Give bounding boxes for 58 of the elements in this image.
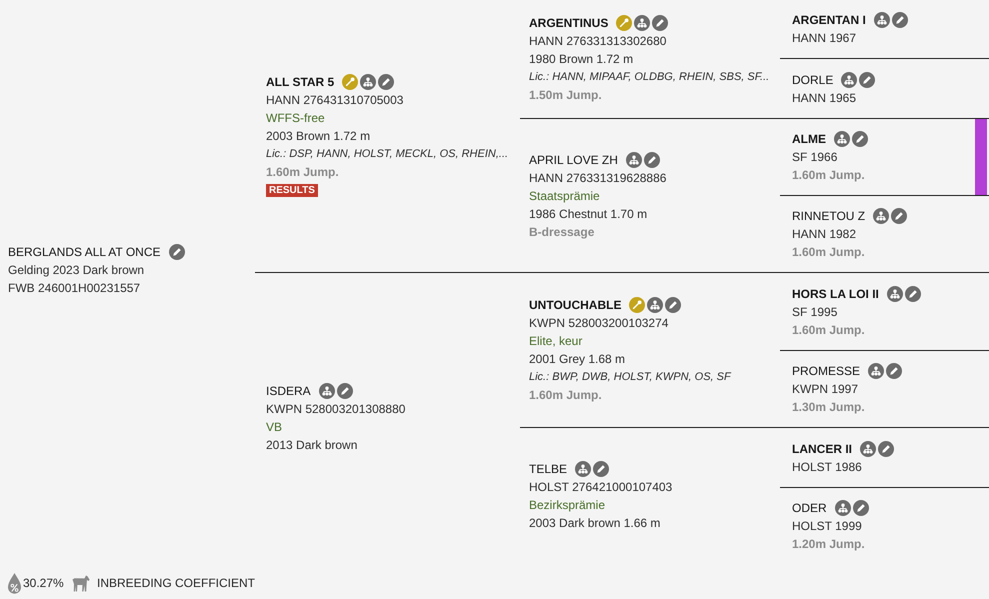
horse-name: TELBE bbox=[529, 461, 568, 478]
horse-name: ODER bbox=[792, 500, 827, 517]
horse-details: 2003 Brown 1.72 m bbox=[266, 128, 370, 145]
horse-name: PROMESSE bbox=[792, 363, 860, 380]
horse-details: HOLST 1986 bbox=[792, 458, 862, 476]
sport-result: 1.60m Jump. bbox=[529, 387, 602, 404]
sport-result: 1.60m Jump. bbox=[266, 164, 339, 181]
award-text: Staatsprämie bbox=[529, 188, 600, 204]
sport-result: 1.50m Jump. bbox=[529, 87, 602, 104]
license-list: Lic.: DSP, HANN, HOLST, MECKL, OS, RHEIN,... bbox=[266, 145, 508, 163]
horse-name: UNTOUCHABLE bbox=[529, 297, 622, 314]
horse-details: SF 1966 bbox=[792, 149, 838, 166]
license-list: Lic.: HANN, MIPAAF, OLDBG, RHEIN, SBS, SF... bbox=[529, 68, 770, 86]
horse-details: 2003 Dark brown 1.66 m bbox=[529, 515, 660, 532]
horse-details: HANN 1967 bbox=[792, 30, 856, 47]
horse-details: SF 1995 bbox=[792, 304, 838, 320]
horse-details: KWPN 1997 bbox=[792, 381, 858, 398]
coefficient-value: 30.27% bbox=[23, 575, 64, 592]
sport-result: 1.30m Jump. bbox=[792, 399, 865, 416]
horse-details: HOLST 1999 bbox=[792, 518, 862, 535]
registration-number: KWPN 528003201308880 bbox=[266, 401, 406, 418]
horse-details: HANN 1965 bbox=[792, 90, 856, 106]
horse-details: HANN 1982 bbox=[792, 226, 856, 243]
horse-name: RINNETOU Z bbox=[792, 208, 866, 225]
award-text: Bezirksprämie bbox=[529, 497, 606, 514]
horse-details: 1980 Brown 1.72 m bbox=[529, 51, 634, 68]
sport-result: 1.20m Jump. bbox=[792, 536, 865, 553]
horse-name: ARGENTINUS bbox=[529, 15, 608, 32]
horse-details: 2013 Dark brown bbox=[266, 437, 358, 454]
sport-result: 1.60m Jump. bbox=[792, 322, 865, 338]
horse-details: Gelding 2023 Dark brown bbox=[8, 262, 144, 279]
sport-result: B-dressage bbox=[529, 224, 594, 240]
horse-name: ALL STAR 5 bbox=[266, 74, 334, 91]
registration-number: HANN 276331313302680 bbox=[529, 33, 666, 50]
horse-name: DORLE bbox=[792, 72, 834, 88]
coefficient-label: INBREEDING COEFFICIENT bbox=[97, 575, 256, 592]
award-text: Elite, keur bbox=[529, 333, 582, 350]
registration-number: KWPN 528003200103274 bbox=[529, 315, 668, 332]
registration-number: FWB 246001H00231557 bbox=[8, 280, 140, 297]
registration-number: HOLST 276421000107403 bbox=[529, 479, 672, 496]
results-button: RESULTS bbox=[266, 184, 318, 196]
award-text: WFFS-free bbox=[266, 110, 325, 127]
horse-name: ARGENTAN I bbox=[792, 12, 866, 29]
horse-name: APRIL LOVE ZH bbox=[529, 152, 618, 168]
horse-details: 1986 Chestnut 1.70 m bbox=[529, 206, 648, 222]
horse-name: HORS LA LOI II bbox=[792, 286, 879, 302]
sport-result: 1.60m Jump. bbox=[792, 244, 865, 261]
horse-name: LANCER II bbox=[792, 440, 852, 458]
horse-details: 2001 Grey 1.68 m bbox=[529, 351, 626, 368]
horse-name: ISDERA bbox=[266, 383, 311, 400]
license-list: Lic.: BWP, DWB, HOLST, KWPN, OS, SF bbox=[529, 368, 731, 386]
pedigree-cell bbox=[780, 119, 989, 196]
sport-result: 1.60m Jump. bbox=[792, 167, 865, 184]
horse-name: BERGLANDS ALL AT ONCE bbox=[8, 244, 161, 261]
horse-name: ALME bbox=[792, 131, 826, 148]
registration-number: HANN 276331319628886 bbox=[529, 170, 666, 186]
registration-number: HANN 276431310705003 bbox=[266, 92, 404, 109]
award-text: VB bbox=[266, 419, 282, 436]
